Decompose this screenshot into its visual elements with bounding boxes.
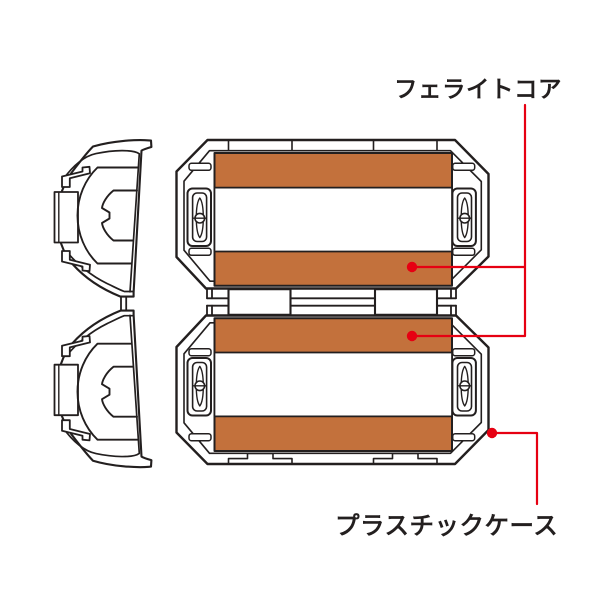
callout-dots [406, 261, 498, 439]
front-lower-shell [177, 316, 489, 465]
callout-dot-case [486, 427, 498, 439]
hinge-knuckle-right [373, 288, 439, 316]
plastic-case-callout-line [490, 431, 539, 506]
callout-dot-lower-core [406, 330, 418, 342]
top-edge-tab-dividers [227, 139, 438, 152]
center-hinge [206, 287, 457, 317]
ferrite-core-callout-line [410, 103, 527, 338]
hinge-knuckle-left [227, 288, 292, 316]
side-view-upper-shell [53, 139, 153, 298]
callout-lines [410, 103, 539, 506]
front-upper-shell [177, 140, 489, 289]
plastic-case-label: プラスチックケース [335, 513, 559, 540]
bottom-edge-tab-right [372, 452, 438, 465]
diagram-root [53, 103, 539, 506]
bottom-edge-tab-left [227, 452, 293, 465]
callout-dot-upper-core [406, 261, 418, 273]
ferrite-core-label: フェライトコア [394, 76, 562, 102]
side-hinge-pin [120, 295, 128, 312]
side-view-lower-shell [53, 309, 153, 469]
